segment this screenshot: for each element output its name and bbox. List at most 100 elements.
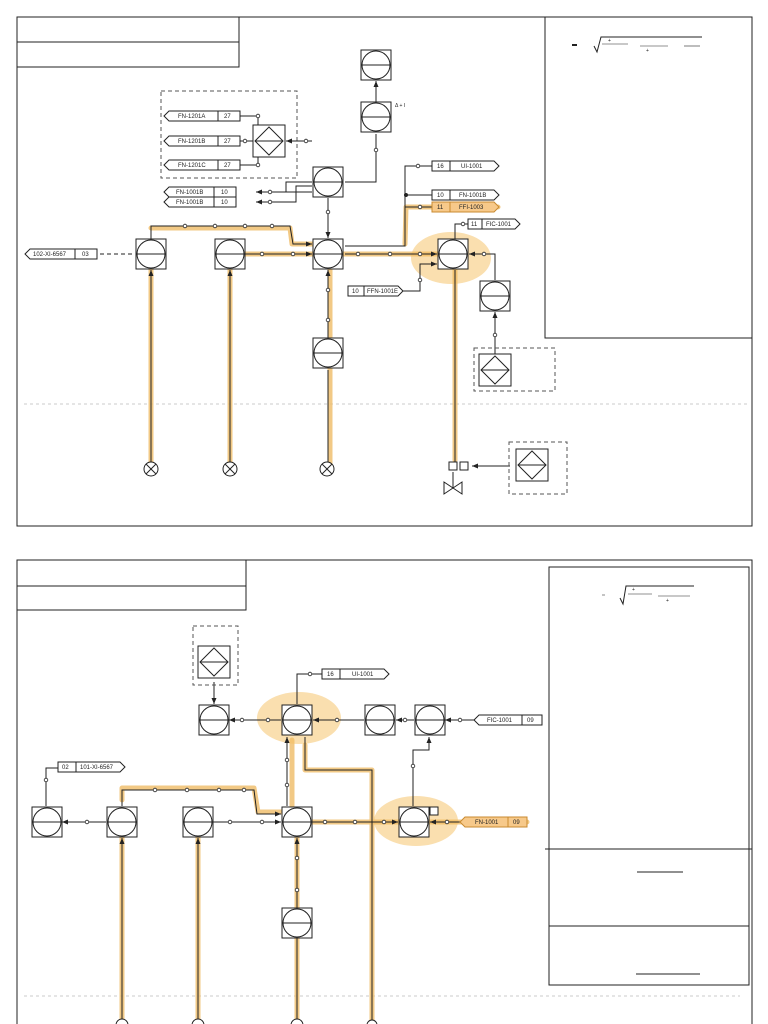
bottom-input-sources: [115, 1018, 378, 1024]
bottom-block-diamond: [197, 645, 231, 679]
top-tag-fn1001b-right: 10 FN-1001B: [431, 189, 500, 201]
tag-number: 10: [221, 190, 228, 196]
top-block-intake-1: [135, 238, 167, 270]
bottom-panel: + +: [16, 559, 753, 1024]
bottom-line-dots: [43, 671, 463, 893]
tag-number: 27: [224, 163, 231, 169]
bottom-block-upper-mid: [364, 704, 396, 736]
tag-label: FIC-1001: [486, 222, 512, 228]
bottom-block-intake-2: [182, 806, 214, 838]
top-fn1201-group-box: [160, 90, 298, 179]
top-block-right: [479, 280, 511, 312]
tag-label: FFI-1003: [459, 205, 484, 211]
top-tag-fn1001b-upper: FN-1001B 10: [163, 186, 237, 198]
bottom-title-block-row1: [16, 559, 247, 587]
top-formula-box: [544, 16, 753, 339]
bottom-formula: + +: [602, 585, 694, 606]
top-input-sources: [143, 461, 335, 477]
tag-label: FN-1201C: [178, 163, 206, 169]
top-block-summer: [312, 238, 344, 270]
tag-number: 11: [471, 222, 478, 228]
bottom-tag-fn1001: FN-1001 09: [459, 816, 528, 828]
tag-number: 27: [224, 114, 231, 120]
top-block-lower: [312, 337, 344, 369]
bottom-tag-xi6567: 02 101-XI-6567: [57, 761, 126, 773]
top-delta-label: Δ + I: [395, 103, 405, 109]
tag-label: FN-1001B: [176, 190, 203, 196]
top-formula: + +: [572, 36, 702, 54]
top-line-dots: [182, 113, 498, 338]
top-tag-xi6567: 102-XI-6567 03: [24, 248, 98, 260]
tag-number: 16: [437, 164, 444, 170]
tag-label: FN-1001: [475, 820, 499, 826]
top-actuator-dashed-box: [508, 441, 568, 495]
tag-label: FN-1201B: [178, 139, 205, 145]
tag-number: 16: [327, 672, 334, 678]
top-tag-ui1001: 16 UI-1001: [431, 160, 500, 172]
tag-number: 10: [437, 193, 444, 199]
bottom-block-left-end: [31, 806, 63, 838]
tag-label: 101-XI-6567: [80, 765, 114, 771]
bottom-formula-box: [548, 566, 750, 986]
svg-text:+: +: [608, 38, 611, 44]
top-tag-fn1201a: FN-1201A 27: [163, 110, 241, 122]
bottom-block-controller: [398, 806, 439, 838]
tag-label: 102-XI-6567: [33, 252, 67, 258]
top-block-intake-2: [214, 238, 246, 270]
bottom-arrowheads: [62, 698, 451, 844]
top-source-3: [319, 461, 335, 477]
top-source-1: [143, 461, 159, 477]
top-tag-fn1201c: FN-1201C 27: [163, 159, 241, 171]
top-block-delta: [360, 101, 392, 133]
tag-label: FFN-1001E: [367, 289, 398, 295]
top-block-diamond-mid: [252, 124, 286, 158]
tag-number: 03: [82, 252, 89, 258]
tag-number: 10: [352, 289, 359, 295]
top-arrowheads: [148, 81, 498, 469]
bottom-block-lower: [281, 907, 313, 939]
top-block-diamond-actuator: [515, 448, 549, 482]
top-source-2: [222, 461, 238, 477]
bottom-title-block-row2: [16, 585, 247, 611]
top-tag-fic1001: 11 FIC-1001: [467, 218, 521, 230]
top-block-top: [360, 49, 392, 81]
svg-text:+: +: [666, 598, 669, 604]
top-block-controller: [437, 238, 469, 270]
tag-label: UI-1001: [352, 672, 374, 678]
svg-text:+: +: [632, 587, 635, 593]
tag-label: UI-1001: [461, 164, 483, 170]
bottom-tag-fic1001: FIC-1001 09: [473, 714, 543, 726]
svg-text:+: +: [646, 48, 649, 54]
top-panel: + +: [16, 16, 753, 527]
top-tag-ffi1003: 11 FFI-1003: [431, 201, 500, 213]
bottom-tag-ui1001: 16 UI-1001: [321, 668, 390, 680]
top-function-blocks: [135, 49, 568, 495]
top-block-upper: [312, 166, 344, 198]
tag-label: FN-1001B: [459, 193, 486, 199]
bottom-block-upper-right: [414, 704, 446, 736]
tag-number: 09: [527, 718, 534, 724]
tag-number: 09: [513, 820, 520, 826]
top-right-dashed-box: [473, 347, 556, 392]
top-block-diamond-right: [478, 353, 512, 387]
tag-number: 27: [224, 139, 231, 145]
tag-number: 11: [437, 205, 444, 211]
bottom-block-upper-left: [198, 704, 230, 736]
top-tag-fn1001b-lower: FN-1001B 10: [163, 196, 237, 208]
top-control-valve: [443, 461, 469, 495]
top-title-block-row2: [16, 41, 240, 68]
tag-label: FN-1201A: [178, 114, 205, 120]
tag-number: 02: [62, 765, 69, 771]
top-tag-ffn1001e: 10 FFN-1001E: [347, 285, 404, 297]
bottom-function-blocks: [31, 625, 446, 939]
bottom-dashed-box: [192, 625, 239, 686]
bottom-block-upper-center: [281, 704, 313, 736]
tag-label: FIC-1001: [487, 718, 513, 724]
tag-label: FN-1001B: [176, 200, 203, 206]
bottom-block-intake-1: [106, 806, 138, 838]
top-tag-fn1201b: FN-1201B 27: [163, 135, 241, 147]
tag-number: 10: [221, 200, 228, 206]
top-title-block-row1: [16, 16, 240, 43]
bottom-block-summer: [281, 806, 313, 838]
